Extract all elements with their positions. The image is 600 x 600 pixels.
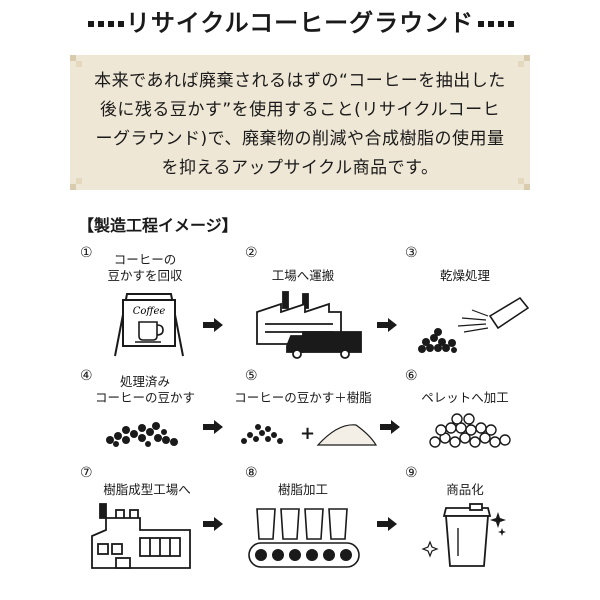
- tumbler-icon: [421, 503, 506, 567]
- conveyor-cups-icon: [248, 508, 360, 568]
- step-number: ⑨: [405, 465, 418, 481]
- step-number: ②: [245, 245, 258, 261]
- step-label: 工場へ運搬: [271, 268, 335, 283]
- step-label: コーヒーの豆かす＋樹脂: [234, 390, 372, 405]
- arrow-icon: [380, 420, 400, 434]
- coffee-sign-icon: Coffee: [114, 293, 184, 357]
- step-number: ⑧: [245, 465, 258, 481]
- step-number: ①: [80, 245, 93, 261]
- coffee-grounds-icon: [106, 422, 178, 447]
- arrow-icon: [377, 517, 397, 531]
- step-label: 乾燥処理: [439, 268, 490, 283]
- factory-truck-icon: [256, 291, 362, 359]
- title-decoration-left: [88, 21, 124, 27]
- arrow-icon: [203, 517, 223, 531]
- arrow-icon: [203, 318, 223, 332]
- arrow-icon: [203, 420, 223, 434]
- step-label: 樹脂加工: [277, 482, 328, 497]
- step-label: コーヒーの豆かすを回収: [107, 252, 183, 283]
- step-number: ⑥: [405, 368, 418, 384]
- spray-drying-icon: [418, 296, 530, 353]
- step-number: ⑤: [245, 368, 258, 384]
- title-decoration-right: [478, 21, 514, 27]
- pellets-icon: [429, 413, 511, 448]
- molding-factory-icon: [91, 503, 191, 569]
- description-box: 本来であれば廃棄されるはずの“コーヒーを抽出した後に残る豆かす”を使用すること(…: [70, 55, 530, 190]
- step-number: ④: [80, 368, 93, 384]
- section-heading: 【製造工程イメージ】: [78, 216, 238, 235]
- step-number: ⑦: [80, 465, 93, 481]
- arrow-icon: [377, 318, 397, 332]
- description-text: 本来であれば廃棄されるはずの“コーヒーを抽出した後に残る豆かす”を使用すること(…: [94, 71, 506, 178]
- grounds-plus-resin-icon: +: [241, 423, 378, 446]
- page-title: リサイクルコーヒーグラウンド: [125, 9, 475, 37]
- step-label: 処理済みコーヒーの豆かす: [94, 374, 195, 405]
- svg-text:+: +: [300, 423, 315, 444]
- title-bar: リサイクルコーヒーグラウンド: [0, 6, 600, 40]
- sign-text: Coffee: [133, 306, 166, 317]
- step-label: ペレットへ加工: [421, 390, 509, 405]
- step-label: 商品化: [446, 482, 484, 497]
- step-number: ③: [405, 245, 418, 261]
- step-label: 樹脂成型工場へ: [103, 482, 191, 497]
